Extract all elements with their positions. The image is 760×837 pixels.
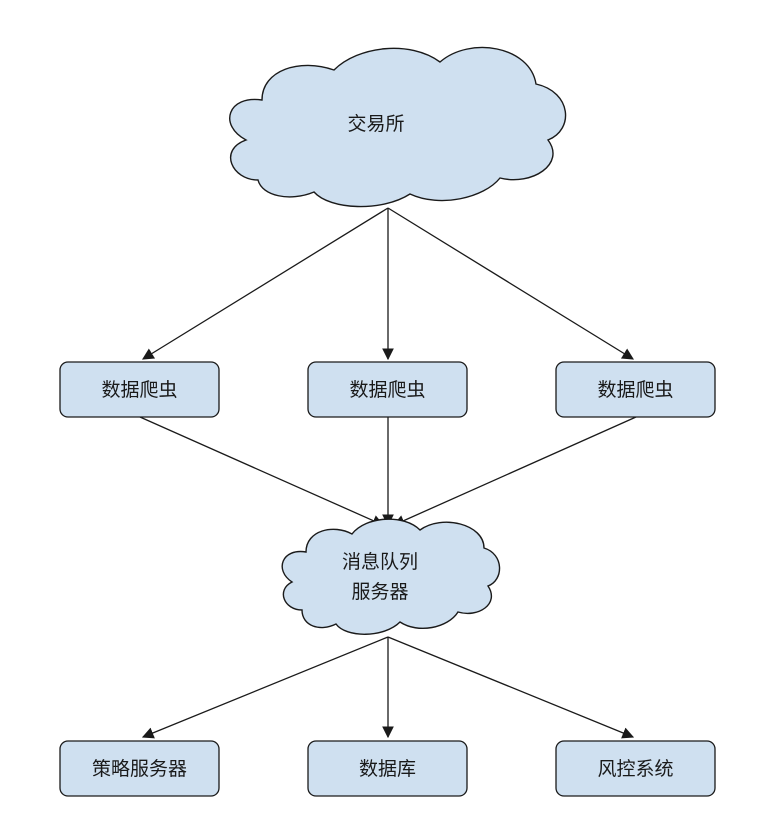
exchange-cloud-node: 交易所 [229, 46, 567, 208]
queue-label-line1: 消息队列 [342, 551, 418, 573]
risk-control-label: 风控系统 [597, 758, 673, 780]
edge-crawler-3-to-queue [392, 416, 637, 527]
database-label: 数据库 [359, 758, 416, 780]
crawler-node-2: 数据爬虫 [307, 361, 468, 418]
crawler-node-3: 数据爬虫 [555, 361, 716, 418]
strategy-server-label: 策略服务器 [92, 758, 187, 780]
edge-exchange-to-crawler-3 [387, 207, 634, 360]
crawler-1-label: 数据爬虫 [101, 379, 177, 401]
exchange-cloud-icon [229, 46, 567, 208]
queue-cloud-icon [281, 518, 501, 635]
queue-cloud-node: 消息队列 服务器 [281, 518, 501, 635]
edge-exchange-to-crawler-1 [142, 207, 389, 360]
crawler-2-label: 数据爬虫 [349, 379, 425, 401]
crawler-node-1: 数据爬虫 [59, 361, 220, 418]
edge-crawler-1-to-queue [139, 416, 385, 527]
edge-queue-to-risk [387, 636, 635, 739]
strategy-server-node: 策略服务器 [59, 740, 220, 797]
database-node: 数据库 [307, 740, 468, 797]
exchange-label: 交易所 [347, 113, 404, 135]
queue-label-line2: 服务器 [351, 581, 408, 603]
edge-queue-to-strategy [141, 636, 389, 739]
risk-control-node: 风控系统 [555, 740, 716, 797]
crawler-3-label: 数据爬虫 [597, 379, 673, 401]
